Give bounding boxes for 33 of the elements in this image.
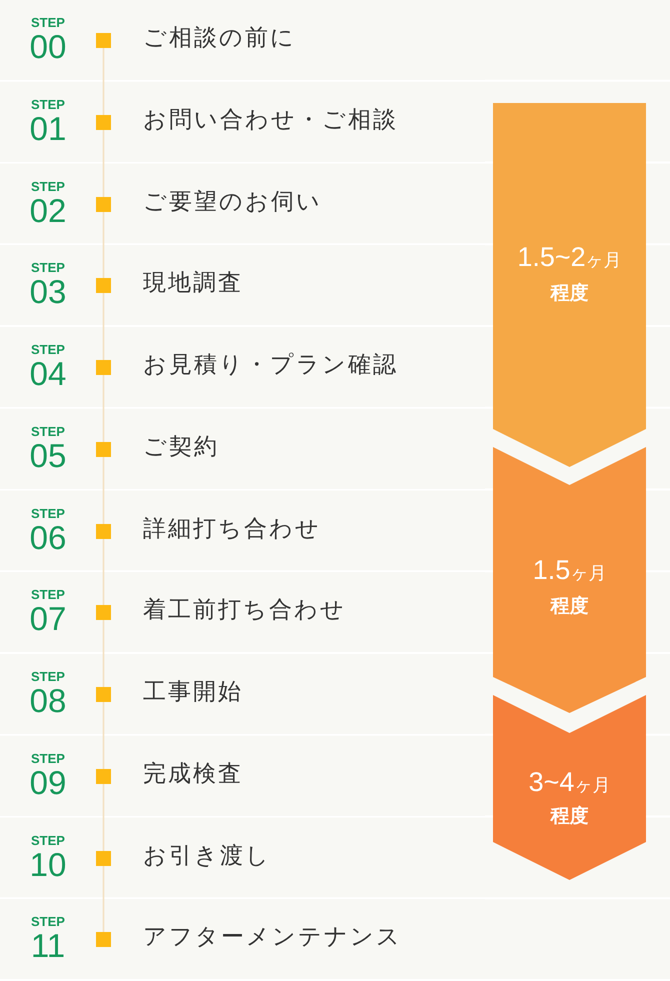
step-title: ご要望のお伺い: [143, 188, 322, 216]
duration-band: [493, 103, 646, 467]
step-title: 現地調査: [143, 270, 243, 298]
step-title: ご契約: [143, 434, 219, 462]
step-number: STEP 09: [28, 752, 68, 799]
step-number: STEP 10: [28, 834, 68, 880]
step-title: 着工前打ち合わせ: [143, 597, 346, 625]
step-title: アフターメンテナンス: [143, 924, 402, 952]
step-number: STEP 07: [28, 588, 68, 636]
step-number: STEP 05: [28, 424, 68, 472]
step-number: STEP 00: [28, 16, 68, 63]
step-number: STEP 08: [28, 670, 68, 717]
duration-note: 程度: [550, 282, 588, 305]
step-number: STEP 11: [30, 915, 66, 962]
step-number: STEP 02: [28, 180, 68, 226]
step-number: STEP 06: [28, 506, 68, 554]
step-title: 完成検査: [143, 760, 243, 788]
duration-note: 程度: [550, 805, 588, 828]
step-title: ご相談の前に: [143, 25, 296, 53]
step-number: STEP 03: [28, 261, 68, 308]
step-title: お見積り・プラン確認: [143, 352, 398, 380]
duration-label: 1.5~2ヶ月: [517, 241, 622, 274]
step-number: STEP 04: [28, 343, 68, 390]
step-title: お問い合わせ・ご相談: [143, 106, 398, 134]
step-number: STEP 01: [28, 98, 68, 145]
duration-band: [493, 447, 646, 713]
duration-note: 程度: [550, 595, 588, 618]
step-title: 工事開始: [143, 679, 243, 707]
duration-label: 3~4ヶ月: [528, 766, 610, 798]
step-title: 詳細打ち合わせ: [143, 516, 321, 544]
duration-label: 1.5ヶ月: [532, 554, 606, 586]
step-title: お引き渡し: [143, 842, 271, 870]
duration-band: [493, 695, 646, 880]
